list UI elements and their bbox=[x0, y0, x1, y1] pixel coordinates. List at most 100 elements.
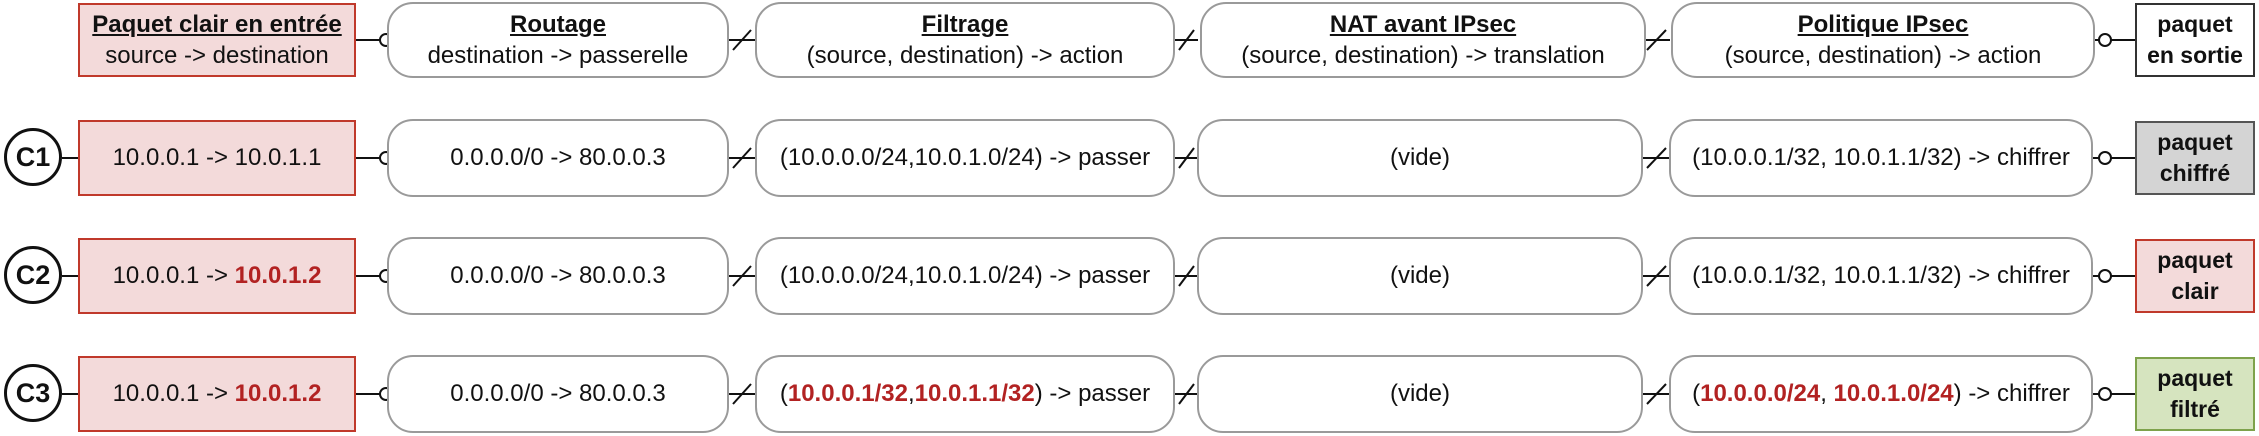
header-routage-box: Routage destination -> passerelle bbox=[387, 2, 729, 78]
header-output-line1: paquet bbox=[2157, 10, 2233, 37]
row-c1-input-text: 10.0.0.1 -> 10.0.1.1 bbox=[113, 142, 322, 173]
row-c1-politique-box: (10.0.0.1/32, 10.0.1.1/32) -> chiffrer bbox=[1669, 119, 2093, 197]
row-c1-nat-text: (vide) bbox=[1389, 144, 1450, 172]
row-c1-output-box: paquet chiffré bbox=[2135, 121, 2255, 195]
row-c1-filtrage-action: ) -> passer bbox=[1034, 144, 1151, 172]
row-c3-nat-text: (vide) bbox=[1389, 380, 1450, 408]
row-c3-politique-dst-highlight: 10.0.1.0/24 bbox=[1833, 380, 1954, 408]
row-c1-input-src: 10.0.0.1 -> bbox=[112, 144, 235, 172]
row-c3-output-line2: filtré bbox=[2170, 396, 2220, 422]
row-c3-input-src: 10.0.0.1 -> bbox=[112, 380, 235, 408]
row-c2-filtrage-sep: , bbox=[907, 262, 915, 290]
row-c3-filtrage-dst-highlight: 10.0.1.1/32 bbox=[914, 380, 1035, 408]
header-nat-box: NAT avant IPsec (source, destination) ->… bbox=[1200, 2, 1646, 78]
row-c2-politique-src: 10.0.0.1/32 bbox=[1700, 262, 1821, 290]
row-c1-routage-text: 0.0.0.0/0 -> 80.0.0.3 bbox=[450, 144, 666, 172]
stage-connector-dot bbox=[2098, 33, 2112, 47]
row-c2-filtrage-src: 10.0.0.0/24 bbox=[787, 262, 908, 290]
row-c1-filtrage-open: ( bbox=[779, 144, 788, 172]
stage-connector-slash bbox=[1646, 265, 1667, 287]
stage-connector-slash bbox=[1178, 147, 1195, 169]
row-c1-politique-text: (10.0.0.1/32, 10.0.1.1/32) -> chiffrer bbox=[1692, 142, 2070, 173]
header-politique-box: Politique IPsec (source, destination) ->… bbox=[1671, 2, 2095, 78]
row-c1-output-line1: paquet bbox=[2157, 128, 2233, 155]
row-c1-output-line2: chiffré bbox=[2159, 160, 2231, 186]
header-input-subtitle: source -> destination bbox=[105, 42, 329, 69]
header-filtrage-box: Filtrage (source, destination) -> action bbox=[755, 2, 1175, 78]
row-c3-politique-action: ) -> chiffrer bbox=[1953, 380, 2070, 408]
header-routage-title: Routage bbox=[510, 10, 606, 38]
row-c2-politique-box: (10.0.0.1/32, 10.0.1.1/32) -> chiffrer bbox=[1669, 237, 2093, 315]
row-c1-filtrage-text: (10.0.0.0/24,10.0.1.0/24) -> passer bbox=[780, 142, 1150, 173]
row-c3-filtrage-sep: , bbox=[907, 380, 915, 408]
row-c2-filtrage-dst: 10.0.1.0/24 bbox=[914, 262, 1035, 290]
stage-connector-slash bbox=[1178, 383, 1195, 405]
stage-connector-slash bbox=[1178, 29, 1195, 51]
row-c2-routage-text: 0.0.0.0/0 -> 80.0.0.3 bbox=[450, 262, 666, 290]
row-c2-output-line2: clair bbox=[2171, 278, 2219, 304]
row-c1-label: C1 bbox=[4, 128, 62, 186]
row-c2-filtrage-box: (10.0.0.0/24,10.0.1.0/24) -> passer bbox=[755, 237, 1175, 315]
header-output-box: paquet en sortie bbox=[2135, 3, 2255, 77]
header-filtrage-title: Filtrage bbox=[921, 10, 1009, 38]
stage-connector-slash bbox=[732, 147, 752, 169]
row-c1-filtrage-src: 10.0.0.0/24 bbox=[787, 144, 908, 172]
row-c2-label: C2 bbox=[4, 246, 62, 304]
header-filtrage-subtitle: (source, destination) -> action bbox=[806, 42, 1124, 69]
row-c2-politique-dst: 10.0.1.1/32 bbox=[1833, 262, 1954, 290]
row-c2-politique-open: ( bbox=[1692, 262, 1701, 290]
row-c3-filtrage-action: ) -> passer bbox=[1034, 380, 1151, 408]
header-politique-title: Politique IPsec bbox=[1797, 10, 1969, 38]
row-c1-politique-sep: , bbox=[1820, 144, 1834, 172]
row-c1-nat-box: (vide) bbox=[1197, 119, 1643, 197]
row-c3-politique-box: (10.0.0.0/24, 10.0.1.0/24) -> chiffrer bbox=[1669, 355, 2093, 433]
row-c2-input-src: 10.0.0.1 -> bbox=[112, 262, 235, 290]
row-c1-politique-src: 10.0.0.1/32 bbox=[1700, 144, 1821, 172]
stage-connector-slash bbox=[732, 265, 752, 287]
row-c3-input-box: 10.0.0.1 -> 10.0.1.2 bbox=[78, 356, 356, 432]
row-c2-filtrage-open: ( bbox=[779, 262, 788, 290]
row-c1-filtrage-box: (10.0.0.0/24,10.0.1.0/24) -> passer bbox=[755, 119, 1175, 197]
header-nat-subtitle: (source, destination) -> translation bbox=[1241, 42, 1605, 69]
row-c2-politique-text: (10.0.0.1/32, 10.0.1.1/32) -> chiffrer bbox=[1692, 260, 2070, 291]
row-c2-filtrage-text: (10.0.0.0/24,10.0.1.0/24) -> passer bbox=[780, 260, 1150, 291]
stage-connector-slash bbox=[1646, 147, 1667, 169]
stage-connector-dot bbox=[2098, 151, 2112, 165]
row-c1-input-box: 10.0.0.1 -> 10.0.1.1 bbox=[78, 120, 356, 196]
row-c3-output-box: paquet filtré bbox=[2135, 357, 2255, 431]
row-c3-input-dst-highlight: 10.0.1.2 bbox=[234, 380, 322, 408]
row-c3-output-line1: paquet bbox=[2157, 364, 2233, 391]
row-c3-input-text: 10.0.0.1 -> 10.0.1.2 bbox=[113, 378, 322, 409]
stage-connector-dot bbox=[2098, 387, 2112, 401]
row-c2-input-box: 10.0.0.1 -> 10.0.1.2 bbox=[78, 238, 356, 314]
row-c2-output-box: paquet clair bbox=[2135, 239, 2255, 313]
header-nat-title: NAT avant IPsec bbox=[1329, 10, 1517, 38]
row-c2-output-line1: paquet bbox=[2157, 246, 2233, 273]
row-c3-filtrage-src-highlight: 10.0.0.1/32 bbox=[787, 380, 908, 408]
row-c3-label: C3 bbox=[4, 364, 62, 422]
row-c2-routage-box: 0.0.0.0/0 -> 80.0.0.3 bbox=[387, 237, 729, 315]
row-c3-filtrage-box: (10.0.0.1/32,10.0.1.1/32) -> passer bbox=[755, 355, 1175, 433]
row-c3-routage-text: 0.0.0.0/0 -> 80.0.0.3 bbox=[450, 380, 666, 408]
row-c1-politique-action: ) -> chiffrer bbox=[1953, 144, 2070, 172]
row-c1-filtrage-sep: , bbox=[907, 144, 915, 172]
row-c3-routage-box: 0.0.0.0/0 -> 80.0.0.3 bbox=[387, 355, 729, 433]
header-input-box: Paquet clair en entrée source -> destina… bbox=[78, 3, 356, 77]
row-c2-filtrage-action: ) -> passer bbox=[1034, 262, 1151, 290]
row-c2-nat-box: (vide) bbox=[1197, 237, 1643, 315]
row-c3-politique-sep: , bbox=[1820, 380, 1834, 408]
header-politique-subtitle: (source, destination) -> action bbox=[1724, 42, 2042, 69]
row-c1-politique-open: ( bbox=[1692, 144, 1701, 172]
row-c2-politique-sep: , bbox=[1820, 262, 1834, 290]
stage-connector-slash bbox=[732, 383, 752, 405]
row-c1-routage-box: 0.0.0.0/0 -> 80.0.0.3 bbox=[387, 119, 729, 197]
row-c3-politique-open: ( bbox=[1692, 380, 1701, 408]
header-output-line2: en sortie bbox=[2147, 42, 2243, 68]
row-c3-nat-box: (vide) bbox=[1197, 355, 1643, 433]
row-c2-politique-action: ) -> chiffrer bbox=[1953, 262, 2070, 290]
header-routage-subtitle: destination -> passerelle bbox=[427, 42, 689, 69]
stage-connector-slash bbox=[1646, 29, 1667, 51]
row-c1-filtrage-dst: 10.0.1.0/24 bbox=[914, 144, 1035, 172]
stage-connector-slash bbox=[732, 29, 752, 51]
